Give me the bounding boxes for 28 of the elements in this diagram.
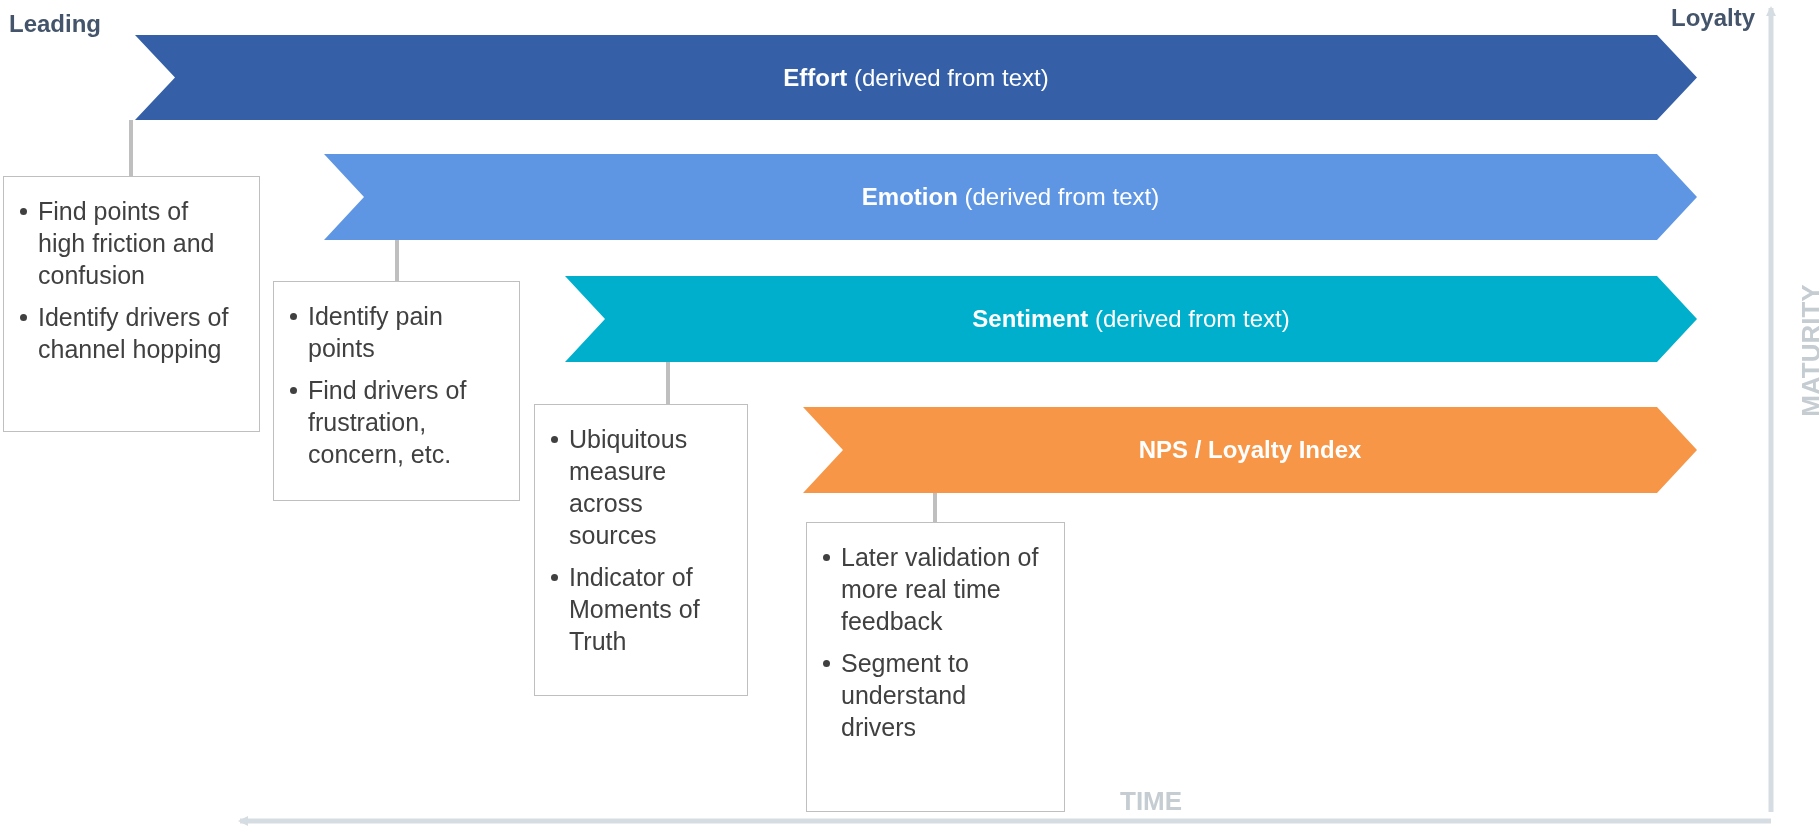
axis-title: TIME <box>1120 786 1183 817</box>
bullet-text: Identify pain points <box>308 301 444 364</box>
band-label: Emotion (derived from text) <box>861 183 1160 211</box>
chevron-band <box>135 35 1697 120</box>
leader-line <box>395 240 399 281</box>
leader-line <box>129 120 133 176</box>
bullet-text: Find points of high friction and confusion <box>38 196 216 291</box>
chevron-band <box>324 154 1697 240</box>
leader-line <box>666 362 670 404</box>
bullet-text: Segment to understand drivers <box>841 648 970 743</box>
bullet-text: Identify drivers of channel hopping <box>38 302 230 365</box>
text-box <box>3 176 260 432</box>
leader-line <box>933 493 937 522</box>
bullet-text: Find drivers of frustration, concern, etc. <box>308 375 468 470</box>
bullet-text: Later validation of more real time feedback <box>841 542 1040 637</box>
bullet-text: Indicator of Moments of Truth <box>569 562 701 657</box>
axis-title: MATURITY <box>1795 284 1819 417</box>
band-label: Sentiment (derived from text) <box>972 305 1290 333</box>
text-box <box>806 522 1065 812</box>
band-label: Effort (derived from text) <box>783 63 1049 92</box>
text-box <box>273 281 520 501</box>
band-label: NPS / Loyalty Index <box>1138 436 1362 464</box>
scale-label: Loyalty <box>1670 4 1755 32</box>
text-box <box>534 404 748 696</box>
chevron-band <box>565 276 1697 362</box>
scale-label: Leading <box>9 10 101 38</box>
bullet-text: Ubiquitous measure across sources <box>569 424 689 551</box>
chevron-band <box>803 407 1697 493</box>
